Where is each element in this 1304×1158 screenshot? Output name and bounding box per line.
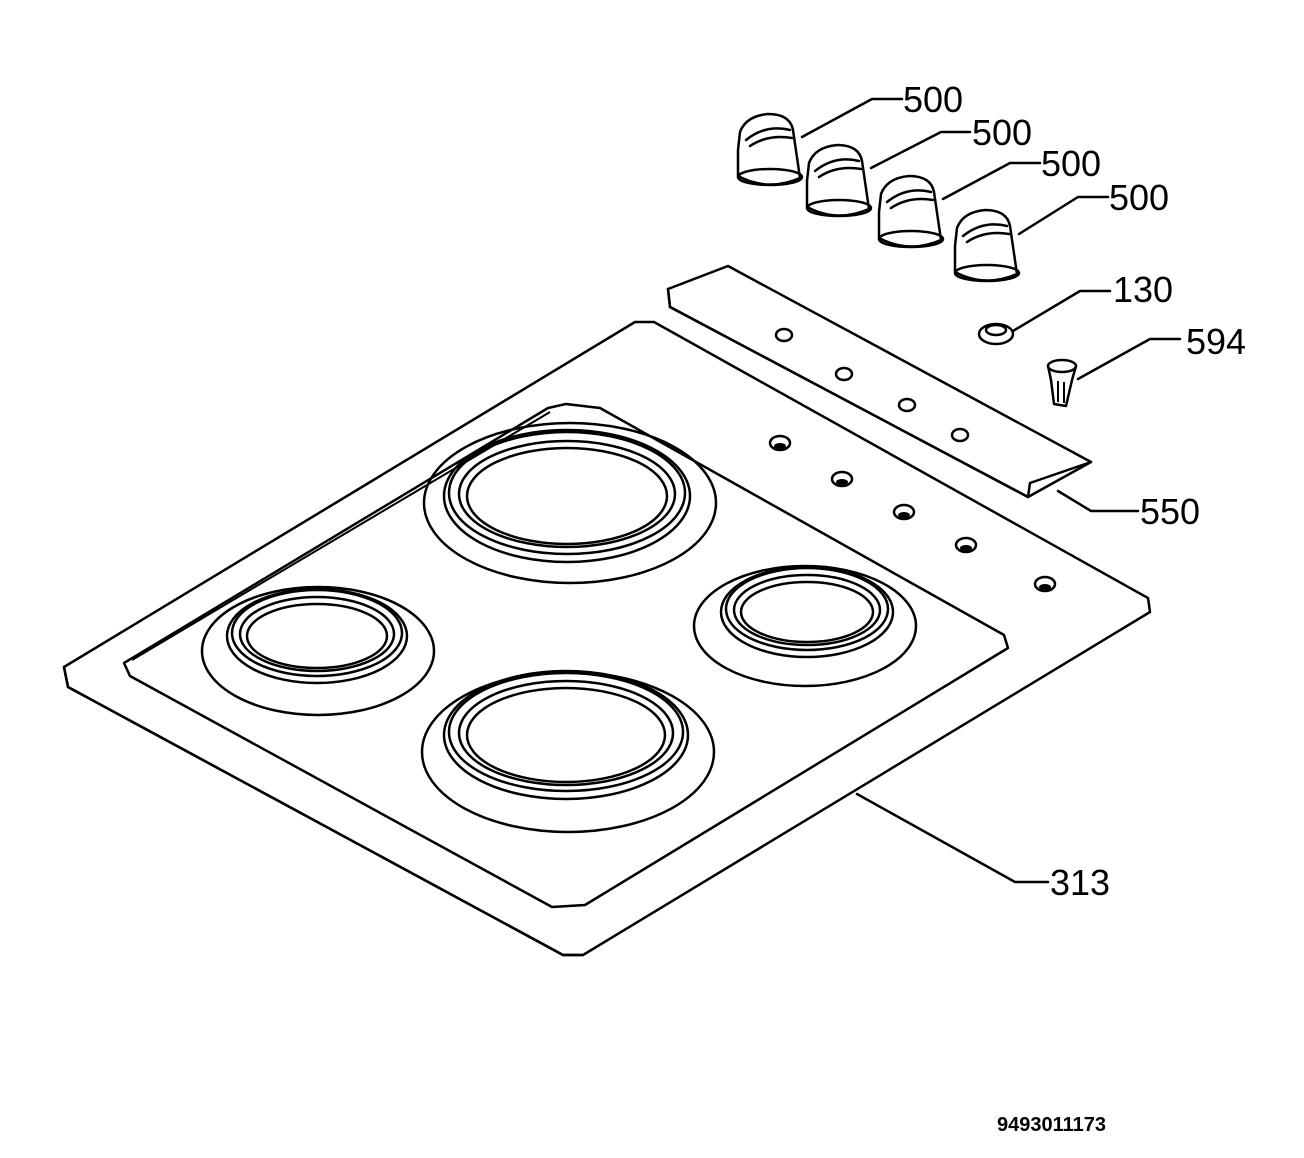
- label-knob-2: 500: [972, 112, 1032, 153]
- control-knob-4: [953, 208, 1021, 283]
- hob-control-holes: [768, 434, 1057, 593]
- label-hob-top: 313: [1050, 862, 1110, 903]
- burner-right: [692, 564, 918, 688]
- control-panel-strip: [666, 264, 1093, 499]
- spring-clip: [1046, 358, 1078, 408]
- document-number: 9493011173: [997, 1114, 1106, 1136]
- burner-large-front: [420, 669, 716, 834]
- label-knob-4: 500: [1109, 177, 1169, 218]
- burner-left: [200, 585, 436, 717]
- callout-labels: 500 500 500 500 130 594 550 313 94930111…: [903, 79, 1246, 1136]
- label-knob-3: 500: [1041, 143, 1101, 184]
- pilot-lamp-cap: [977, 322, 1015, 346]
- control-knob-2: [805, 143, 873, 218]
- label-spring-clip: 594: [1186, 321, 1246, 362]
- label-control-panel-strip: 550: [1140, 491, 1200, 532]
- control-knob-3: [877, 174, 945, 249]
- label-knob-1: 500: [903, 79, 963, 120]
- hob-top-plate: [62, 320, 1152, 957]
- burner-large-rear: [422, 421, 718, 585]
- leader-lines: [800, 97, 1182, 884]
- control-knob-1: [736, 112, 804, 187]
- label-pilot-lamp: 130: [1113, 269, 1173, 310]
